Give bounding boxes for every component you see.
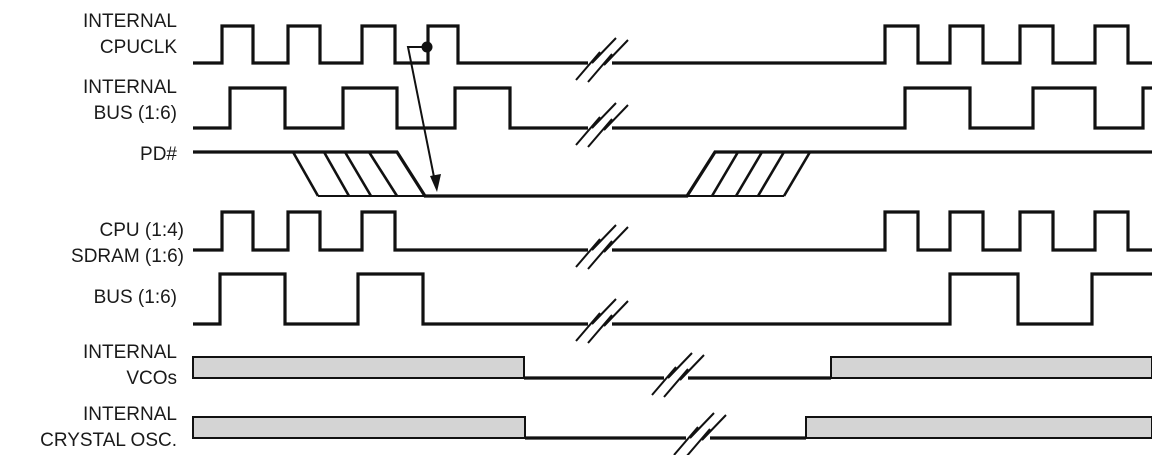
label-crystal-osc-line1: INTERNAL [83, 404, 177, 425]
wave-internal-cpuclk-right [612, 24, 1152, 65]
bar-internal-vcos-right [830, 356, 1152, 379]
bar-internal-vcos-left [192, 356, 525, 379]
bar-crystal-osc-left [192, 416, 526, 439]
label-bus: BUS (1:6) [94, 287, 177, 308]
wave-internal-cpuclk-left [193, 24, 588, 65]
wave-bus-left [193, 272, 588, 326]
causality-arrow [406, 41, 441, 192]
break-icon [575, 224, 629, 270]
pd-transition-hatch-falling [291, 151, 399, 197]
label-internal-vcos-line2: VCOs [126, 368, 177, 389]
label-internal-cpuclk-line1: INTERNAL [83, 11, 177, 32]
label-cpu-sdram-line1: CPU (1:4) [100, 220, 184, 241]
label-internal-vcos-line1: INTERNAL [83, 342, 177, 363]
label-internal-bus-line2: BUS (1:6) [94, 103, 177, 124]
waveforms [192, 24, 1152, 440]
break-icon [575, 298, 629, 344]
break-icon [651, 352, 705, 398]
label-crystal-osc-line2: CRYSTAL OSC. [40, 430, 177, 451]
break-icon [575, 37, 629, 83]
wave-cpu-sdram-right [612, 210, 1152, 252]
break-icon [575, 102, 629, 148]
label-internal-bus-line1: INTERNAL [83, 77, 177, 98]
signal-labels: INTERNAL CPUCLK INTERNAL BUS (1:6) PD# C… [40, 11, 184, 451]
wave-bus-right [612, 272, 1152, 326]
label-cpu-sdram-line2: SDRAM (1:6) [71, 246, 184, 267]
bar-crystal-osc-right [805, 416, 1152, 439]
wave-cpu-sdram-left [193, 210, 588, 252]
label-internal-cpuclk-line2: CPUCLK [100, 37, 177, 58]
arrow-head-icon [430, 174, 441, 192]
break-icon [673, 412, 727, 455]
time-break-symbols [575, 37, 727, 455]
wave-internal-bus-left [193, 86, 588, 130]
label-pd: PD# [140, 144, 177, 165]
arrow-shaft [406, 46, 436, 183]
pd-transition-hatch-rising [710, 151, 812, 197]
wave-internal-bus-right [612, 86, 1152, 130]
